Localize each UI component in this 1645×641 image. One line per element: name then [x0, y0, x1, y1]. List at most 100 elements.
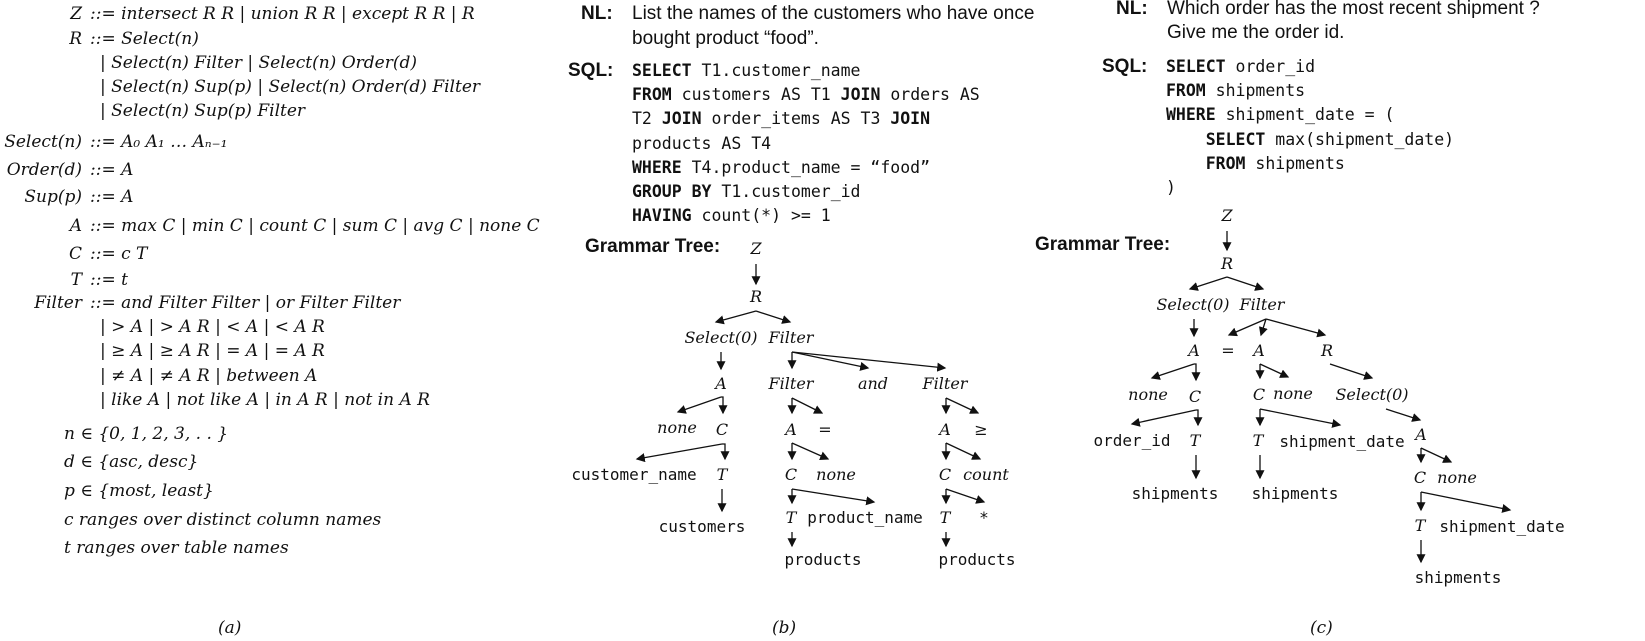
grammar-domain: t ranges over table names: [64, 538, 289, 558]
tree-c-node-none3: none: [1437, 468, 1477, 487]
tree-c-node-t2: T: [1252, 431, 1264, 450]
sql-text: T4.product_name = “food”: [681, 157, 931, 177]
tree-c-node-tab2: shipments: [1251, 484, 1339, 503]
edge-b-c-col: [635, 443, 723, 463]
grammar-rule-lhs: Sup(p): [24, 187, 82, 207]
sql-line: FROM shipments: [1166, 81, 1305, 100]
tree-c-node-select: Select(0): [1156, 295, 1230, 314]
grammar-rule-lhs: T: [70, 270, 82, 290]
edge-b-c2-col: [791, 488, 876, 506]
edge-b-fr-ge: [945, 397, 980, 414]
sql-text: T2: [632, 109, 662, 129]
grammar-rule-rhs: ::= A: [90, 160, 134, 180]
sql-line: HAVING count(*) >= 1: [632, 206, 831, 225]
edge-b-c3-star: [945, 488, 986, 504]
tree-c-node-c2: C: [1252, 385, 1266, 404]
sql-line: WHERE T4.product_name = “food”: [632, 158, 930, 177]
grammar-rule-rhs: ::= A₀ A₁ … Aₙ₋₁: [90, 132, 228, 152]
grammar-rule-rhs: ::= max C | min C | count C | sum C | av…: [90, 216, 540, 236]
tree-c-node-eq: =: [1221, 341, 1235, 360]
tree-b-node-none1: none: [657, 418, 697, 437]
nl-line-b-1: List the names of the customers who have…: [632, 3, 1035, 24]
tree-b-node-r: R: [749, 287, 763, 306]
tree-b-node-t3: T: [939, 508, 951, 527]
tree-c-node-col3: shipment_date: [1439, 517, 1565, 536]
sql-text: shipments: [1245, 153, 1345, 173]
edge-c-a2-none: [1259, 363, 1290, 378]
sql-text: shipment_date = (: [1215, 105, 1395, 125]
tree-b-node-a2: A: [785, 420, 797, 439]
tree-b-node-eq: =: [818, 420, 832, 439]
sql-line: FROM shipments: [1166, 154, 1345, 173]
tree-c-node-r: R: [1220, 254, 1234, 273]
tree-c-node-none2: none: [1273, 384, 1313, 403]
grammar-domain: c ranges over distinct column names: [64, 510, 382, 530]
edge-c-filter-a: [1227, 318, 1267, 337]
sql-keyword: SELECT: [1166, 57, 1226, 76]
tree-b-node-col1: customer_name: [571, 465, 697, 484]
tree-c-node-a2: A: [1253, 341, 1265, 360]
nl-line-c-2: Give me the order id.: [1167, 22, 1345, 43]
sql-line: T2 JOIN order_items AS T3 JOIN: [632, 109, 930, 128]
sql-text: orders AS: [880, 85, 980, 105]
tree-b-node-filter-right: Filter: [922, 374, 968, 393]
grammar-domain: p ∈ {most, least}: [64, 481, 214, 501]
sql-line: SELECT max(shipment_date): [1166, 130, 1454, 149]
edge-b-r-filter: [755, 310, 792, 324]
sql-line: FROM customers AS T1 JOIN orders AS: [632, 85, 980, 104]
grammar-rule-rhs: ::= t: [90, 270, 128, 290]
tree-b-node-star: *: [979, 508, 989, 527]
edge-c-c1-col: [1130, 409, 1197, 427]
sql-text: ): [1166, 178, 1176, 197]
grammar-tree-label-c: Grammar Tree:: [1035, 234, 1171, 255]
tree-b-node-select: Select(0): [684, 328, 758, 347]
sql-text: customers AS T1: [671, 85, 841, 105]
tree-b-node-tab3: products: [938, 550, 1016, 569]
tree-c-node-c3: C: [1413, 468, 1427, 487]
sql-keyword: JOIN: [661, 109, 702, 129]
tree-c-node-t1: T: [1189, 431, 1201, 450]
edge-c-r-select: [1188, 276, 1228, 291]
sql-text: products AS T4: [632, 133, 772, 153]
tree-c-node-t3: T: [1414, 516, 1426, 535]
sql-label-c: SQL:: [1102, 56, 1148, 77]
edge-b-filter-and: [791, 351, 870, 371]
tree-b-node-z: Z: [750, 239, 762, 258]
sql-line: SELECT T1.customer_name: [632, 61, 861, 80]
grammar-rule-lhs: Order(d): [6, 160, 82, 180]
tree-b-node-t1: T: [716, 465, 728, 484]
grammar-rule-rhs: ::= intersect R R | union R R | except R…: [90, 4, 475, 24]
grammar-rule-rhs: ::= Select(n): [90, 29, 199, 49]
grammar-rule-lhs: R: [69, 29, 82, 49]
sql-text: order_items AS T3: [701, 109, 891, 129]
grammar-rule-lhs: C: [68, 244, 82, 264]
tree-b-node-tab1: customers: [658, 517, 746, 536]
edge-b-filter-filterr: [791, 351, 947, 372]
grammar-rule-rhs: | Select(n) Sup(p) Filter: [100, 101, 306, 121]
grammar-rule-rhs: ::= and Filter Filter | or Filter Filter: [90, 293, 401, 313]
tree-c-node-col1: order_id: [1093, 431, 1171, 450]
edge-c-c3-col: [1420, 491, 1512, 513]
tree-c-node-none1: none: [1128, 385, 1168, 404]
tree-b-node-none2: none: [816, 465, 856, 484]
tree-b-node-count: count: [963, 465, 1009, 484]
grammar-tree-label-b: Grammar Tree:: [585, 236, 721, 257]
tree-b-node-tab2: products: [784, 550, 862, 569]
grammar-rule-lhs: Select(n): [4, 132, 82, 152]
tree-b-node-c2: C: [784, 465, 798, 484]
sql-text: count(*) >= 1: [691, 206, 831, 226]
edge-b-c-t: [720, 443, 730, 461]
grammar-rule-rhs: ::= c T: [90, 244, 148, 264]
edge-c-filter-a2: [1258, 318, 1268, 337]
tree-b-node-ge: ≥: [974, 420, 988, 439]
grammar-rule-rhs: | > A | > A R | < A | < A R: [100, 317, 325, 337]
tree-b-node-a3: A: [939, 420, 951, 439]
grammar-rule-rhs: | ≥ A | ≥ A R | = A | = A R: [100, 341, 325, 361]
edge-b-a3-count: [945, 442, 982, 460]
tree-c-node-c1: C: [1188, 387, 1202, 406]
tree-b-node-a1: A: [715, 374, 727, 393]
grammar-domain: n ∈ {0, 1, 2, 3, . . }: [64, 424, 229, 444]
tree-b-node-filter-left: Filter: [768, 374, 814, 393]
tree-b-node-filter: Filter: [768, 328, 814, 347]
tree-c-node-a1: A: [1188, 341, 1200, 360]
